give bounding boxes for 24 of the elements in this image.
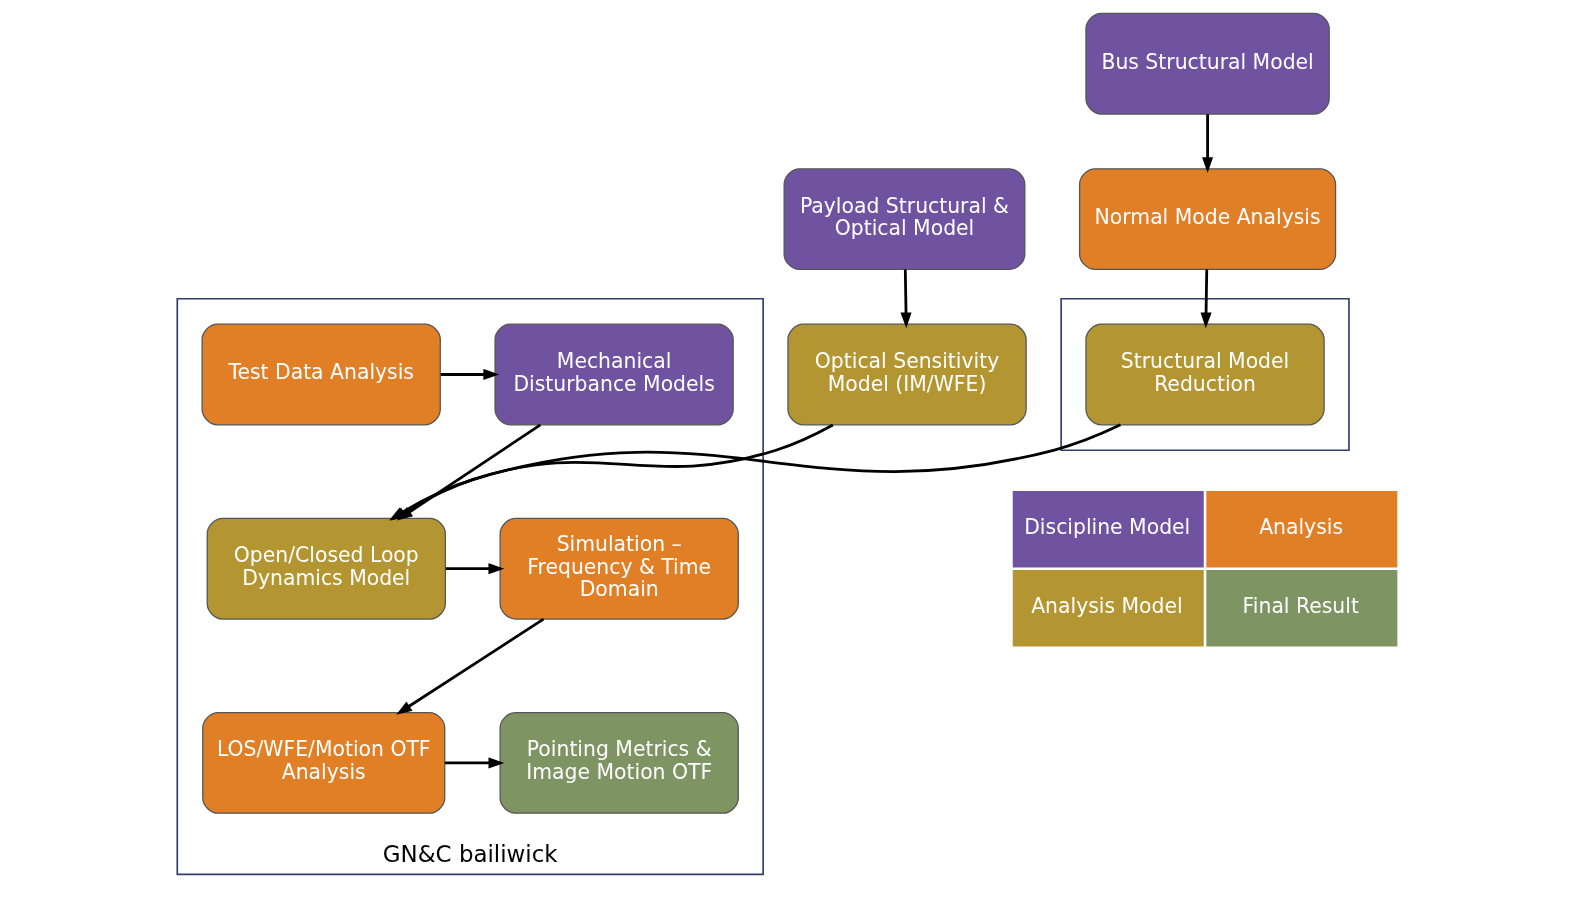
- arrow: [440, 368, 499, 381]
- node-box: Payload Structural & Optical Model: [783, 168, 1025, 271]
- node-box: Structural Model Reduction: [1084, 323, 1325, 426]
- arrow: [1201, 114, 1213, 173]
- node-box: Normal Mode Analysis: [1078, 168, 1336, 271]
- arrow: [899, 269, 912, 329]
- legend-label: Analysis: [1258, 515, 1343, 540]
- legend-label: Final Result: [1242, 594, 1359, 619]
- node-box: Simulation – Frequency & Time Domain: [499, 517, 739, 620]
- cluster: [1059, 297, 1350, 452]
- legend-label: Analysis Model: [1030, 594, 1183, 619]
- node-box: Mechanical Disturbance Models: [493, 323, 734, 426]
- legend-label: Discipline Model: [1023, 515, 1190, 540]
- arrow: [1200, 269, 1212, 329]
- node-box: Bus Structural Model: [1084, 12, 1330, 115]
- arrow: [445, 563, 504, 575]
- arrow: [395, 617, 544, 715]
- node-box: Optical Sensitivity Model (IM/WFE): [786, 323, 1027, 426]
- arrow: [444, 757, 504, 769]
- node-box: Test Data Analysis: [201, 323, 441, 426]
- arrow: [396, 423, 541, 521]
- node-box: Open/Closed Loop Dynamics Model: [206, 517, 446, 620]
- node-box: Pointing Metrics & Image Motion OTF: [499, 712, 739, 814]
- node-box: LOS/WFE/Motion OTF Analysis: [201, 712, 445, 814]
